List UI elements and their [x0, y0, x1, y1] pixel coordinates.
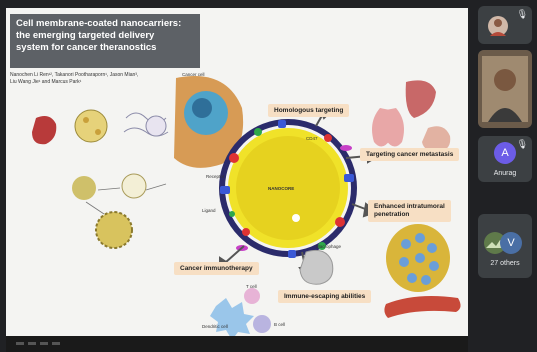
- label-homologous-targeting: Homologous targeting: [268, 104, 349, 117]
- caption-t-cell: T cell: [246, 284, 257, 289]
- nanoparticle-core-small-icon: [72, 176, 96, 200]
- caption-ligand: Ligand: [202, 208, 216, 213]
- caption-receptor: Receptor: [206, 174, 224, 179]
- presentation-bottom-strip: [6, 336, 468, 352]
- caption-cancer-cell: Cancer cell: [182, 72, 205, 77]
- shared-screen-slide: Cell membrane-coated nanocarriers: the e…: [6, 8, 468, 336]
- tumor-cluster-icon: [386, 224, 450, 292]
- caption-dendritic-cell: Dendritic cell: [202, 324, 228, 329]
- lungs-icon: [372, 108, 404, 147]
- vesicle-icon: [122, 174, 146, 198]
- participant-tile-others[interactable]: V 27 others: [478, 214, 532, 278]
- mic-off-icon: 🎙: [517, 9, 528, 20]
- participant-name: Anurag: [478, 170, 532, 177]
- membrane-coated-np-small-icon: [96, 212, 132, 248]
- label-enhanced-penetration: Enhanced intratumoral penetration: [368, 200, 451, 222]
- label-enhanced-line-2: penetration: [374, 211, 445, 219]
- caption-macrophage: Macrophage: [316, 244, 341, 249]
- liver-icon: [406, 80, 436, 118]
- dendritic-cell-icon: [210, 298, 254, 336]
- label-cancer-immunotherapy: Cancer immunotherapy: [174, 262, 259, 275]
- t-cell-icon: [244, 288, 260, 304]
- participant-avatar: A: [494, 142, 516, 164]
- mic-off-icon: 🎙: [517, 139, 528, 150]
- label-targeting-metastasis: Targeting cancer metastasis: [360, 148, 459, 161]
- participant-tile-2[interactable]: [478, 50, 532, 128]
- macrophage-icon: [300, 250, 333, 284]
- label-enhanced-line-1: Enhanced intratumoral: [374, 203, 445, 211]
- nanocarrier-illustration: [6, 8, 468, 336]
- nanocarrier-highlight: [292, 214, 300, 222]
- blood-vessel-icon: [384, 296, 460, 318]
- label-immune-escaping: Immune-escaping abilities: [278, 290, 371, 303]
- participant-avatar-v: V: [500, 232, 522, 254]
- tumor-shape-icon: [32, 116, 56, 144]
- membrane-fragments-icon: [124, 113, 168, 136]
- b-cell-icon: [253, 315, 271, 333]
- caption-b-cell: B cell: [274, 322, 285, 327]
- participant-tile-1[interactable]: 🎙: [478, 6, 532, 44]
- participant-tile-anurag[interactable]: A 🎙 Anurag: [478, 136, 532, 182]
- participant-video-icon: [478, 50, 532, 128]
- participants-count: 27 others: [478, 260, 532, 267]
- caption-cd47: CD47: [306, 136, 318, 141]
- coated-particle-icon: [75, 110, 107, 142]
- caption-core: NANOCORE: [268, 186, 294, 191]
